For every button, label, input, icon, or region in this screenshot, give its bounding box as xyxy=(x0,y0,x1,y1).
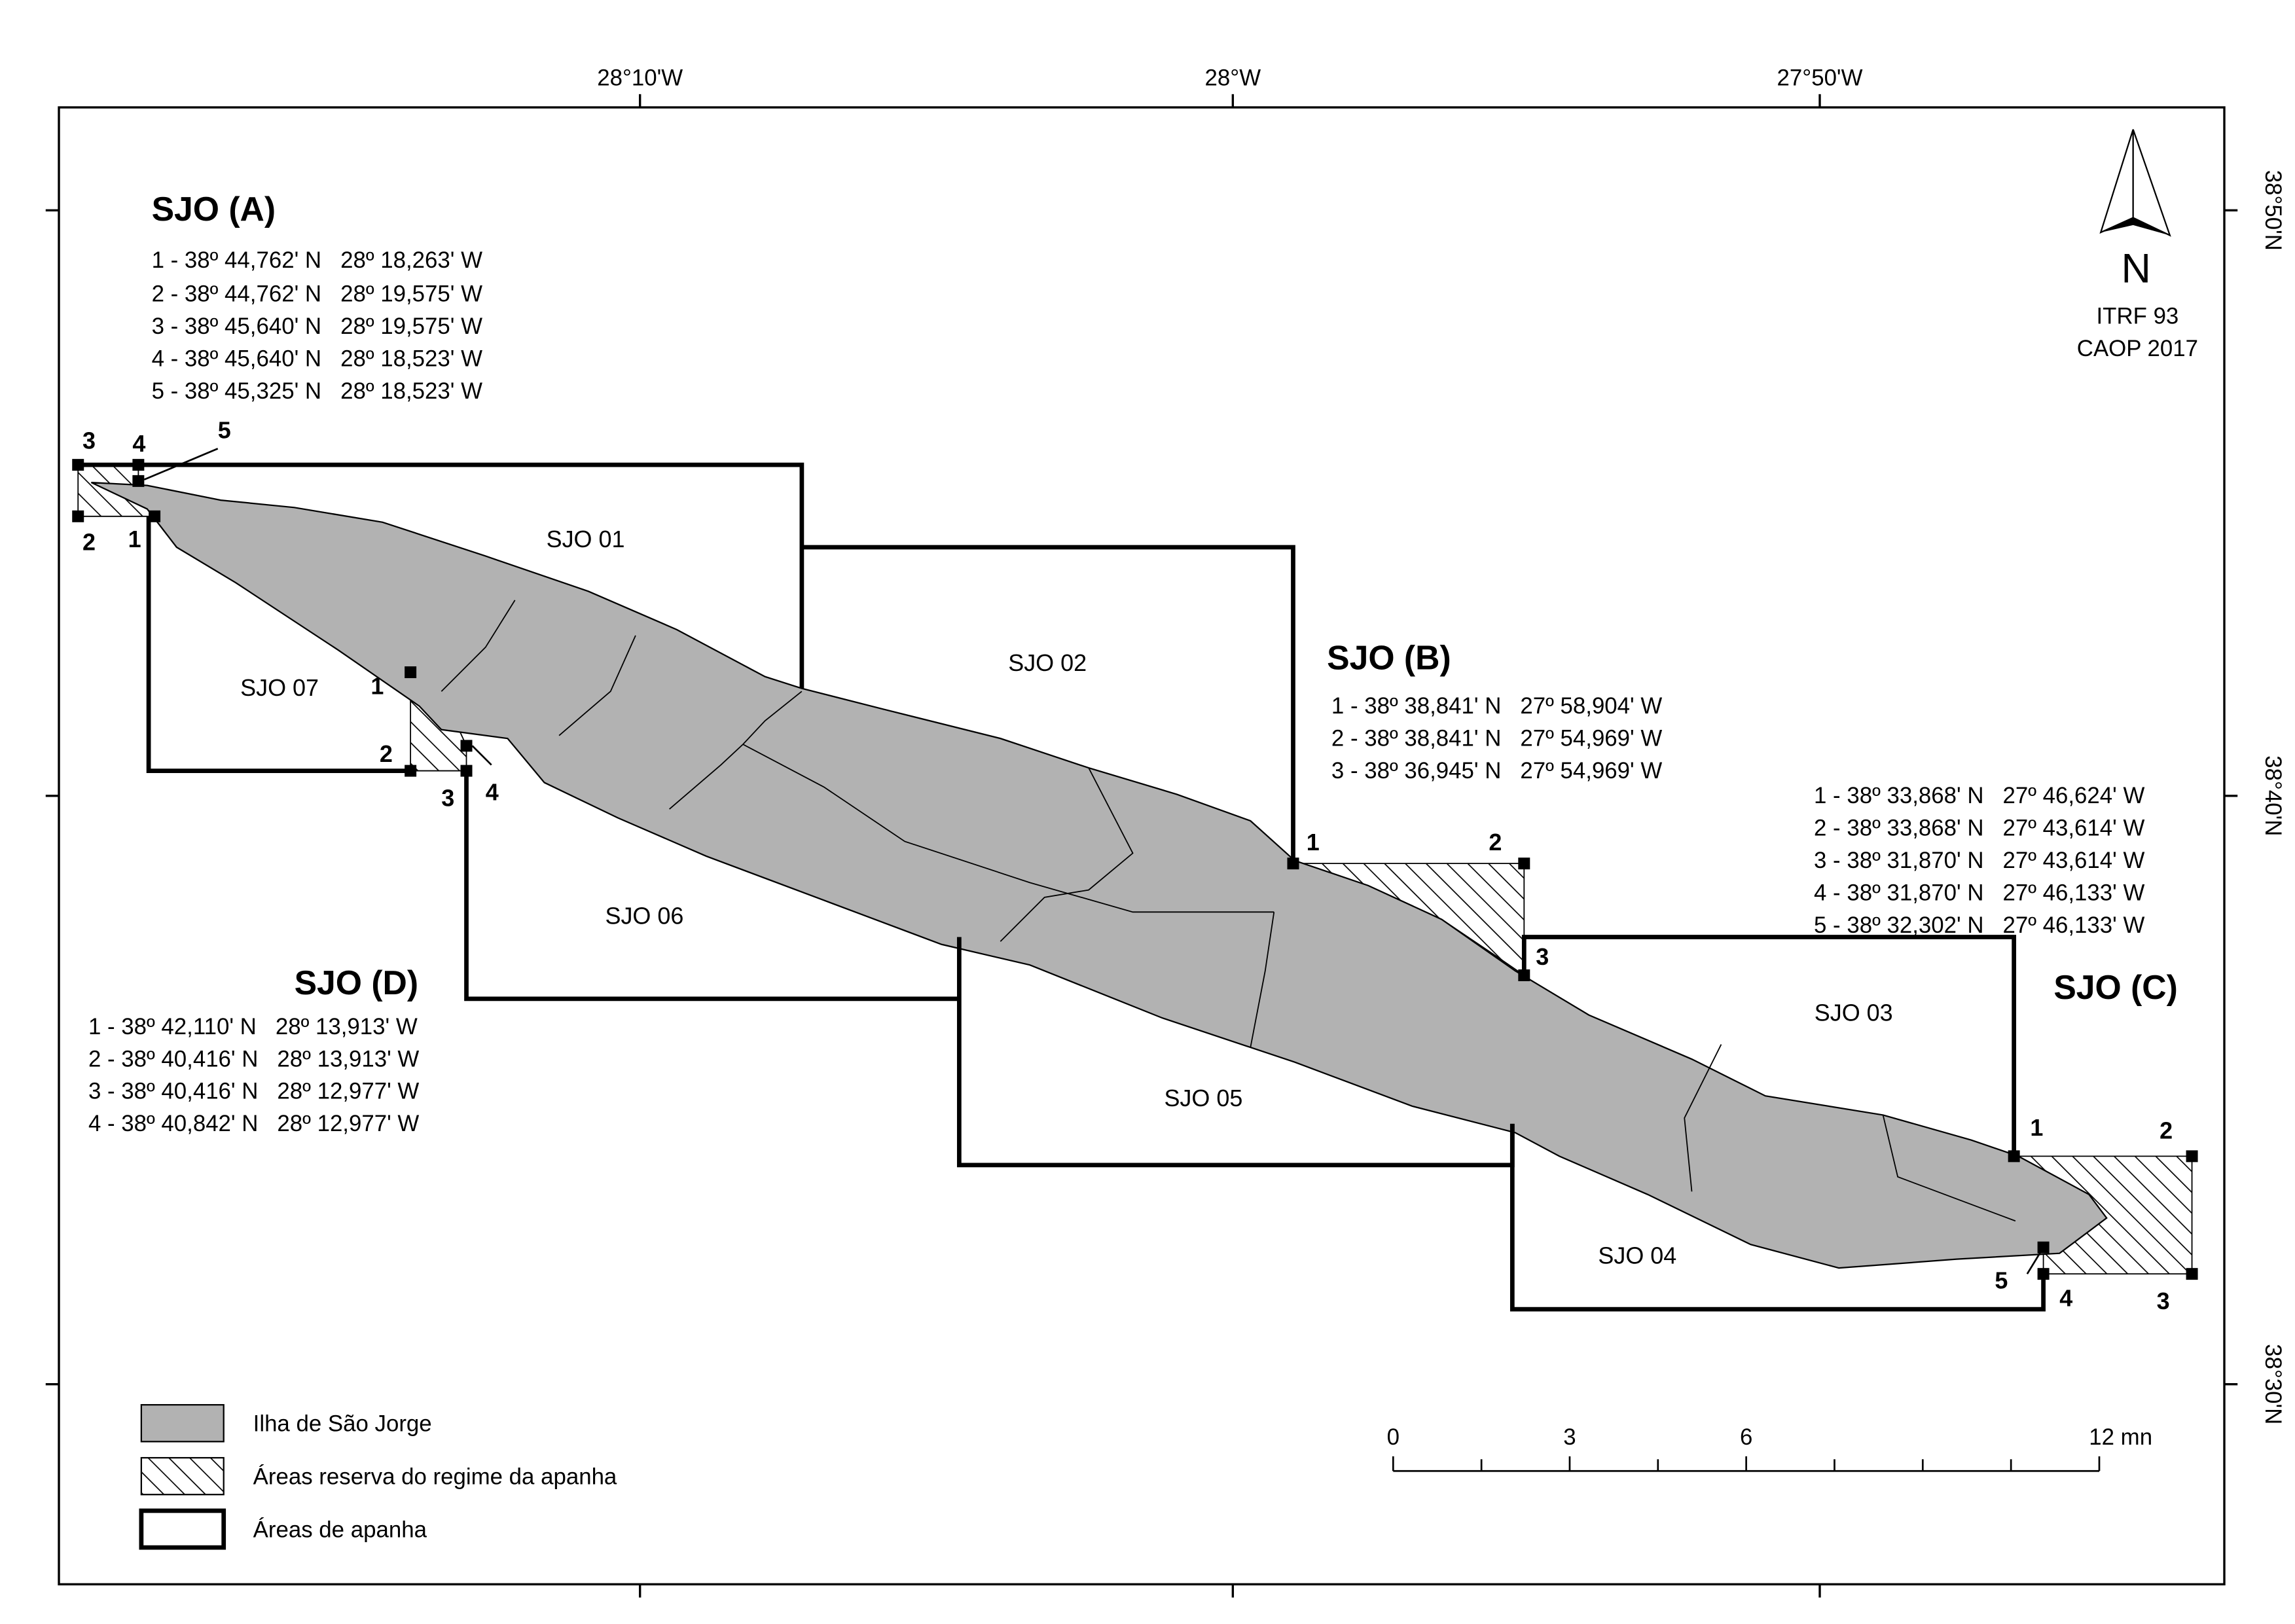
svg-text:SJO (C): SJO (C) xyxy=(2053,968,2177,1006)
svg-text:Áreas reserva do regime da apa: Áreas reserva do regime da apanha xyxy=(253,1464,617,1490)
legend-swatch-area xyxy=(139,1508,226,1550)
svg-text:5 - 38º 32,302' N 27º 46,133: 5 - 38º 32,302' N 27º 46,133' W xyxy=(1814,912,2144,938)
scale-label: 6 xyxy=(1740,1424,1752,1450)
svg-text:2: 2 xyxy=(82,528,96,555)
lat-label: 38°50'N xyxy=(2260,170,2286,251)
island-sao-jorge xyxy=(90,481,2108,1269)
svg-text:1: 1 xyxy=(128,526,141,552)
north-letter: N xyxy=(2121,245,2150,291)
svg-text:5: 5 xyxy=(1995,1267,2008,1294)
lon-label: 27°50'W xyxy=(1777,65,1863,90)
source-label: CAOP 2017 xyxy=(2077,336,2198,361)
scale-label: 12 mn xyxy=(2089,1424,2152,1450)
svg-text:1: 1 xyxy=(1307,829,1320,856)
svg-text:2 - 38º 33,868' N 27º 43,614: 2 - 38º 33,868' N 27º 43,614' W xyxy=(1814,815,2144,840)
reserve-a-coords: SJO (A) 1 - 38º 44,762' N 28º 18,263' W 2… xyxy=(152,190,482,404)
svg-text:3: 3 xyxy=(1536,943,1549,970)
vertex-markers xyxy=(72,459,2198,1280)
svg-text:1 - 38º 33,868' N 27º 46,624: 1 - 38º 33,868' N 27º 46,624' W xyxy=(1814,783,2144,808)
legend: Ilha de São Jorge Áreas reserva do regim… xyxy=(139,1404,617,1550)
reserve-c-coords: SJO (C) 1 - 38º 33,868' N 27º 46,624' W 2… xyxy=(1814,783,2178,1006)
zone-label: SJO 03 xyxy=(1815,1000,1893,1026)
svg-text:SJO (D): SJO (D) xyxy=(295,964,418,1001)
map-frame xyxy=(58,106,2226,1586)
svg-text:4: 4 xyxy=(486,779,499,806)
legend-swatch-island xyxy=(140,1404,225,1443)
zone-label: SJO 01 xyxy=(547,526,625,552)
svg-text:2: 2 xyxy=(2159,1117,2173,1144)
svg-text:3 - 38º 45,640' N 28º 19,575: 3 - 38º 45,640' N 28º 19,575' W xyxy=(152,314,482,339)
zone-label: SJO 04 xyxy=(1598,1242,1676,1269)
svg-text:1 - 38º 42,110' N 28º 13,913: 1 - 38º 42,110' N 28º 13,913' W xyxy=(88,1014,418,1039)
svg-text:4: 4 xyxy=(2059,1285,2072,1312)
svg-text:3: 3 xyxy=(2157,1288,2170,1314)
svg-text:4: 4 xyxy=(132,430,145,457)
legend-swatch-reserve xyxy=(140,1456,225,1496)
svg-text:2: 2 xyxy=(1489,829,1502,856)
svg-text:5 - 38º 45,325' N 28º 18,523: 5 - 38º 45,325' N 28º 18,523' W xyxy=(152,378,482,404)
svg-text:Ilha de São Jorge: Ilha de São Jorge xyxy=(253,1411,432,1437)
reserve-d-coords: SJO (D) 1 - 38º 42,110' N 28º 13,913' W 2… xyxy=(88,964,419,1136)
svg-text:1: 1 xyxy=(2030,1114,2043,1141)
graticule-ticks xyxy=(45,94,2238,1598)
svg-text:2: 2 xyxy=(380,740,393,767)
zone-label: SJO 05 xyxy=(1164,1085,1242,1111)
lon-label: 28°W xyxy=(1205,65,1261,90)
north-arrow-icon xyxy=(2099,129,2171,237)
svg-text:3 - 38º 31,870' N 27º 43,614: 3 - 38º 31,870' N 27º 43,614' W xyxy=(1814,848,2144,873)
svg-text:Áreas de apanha: Áreas de apanha xyxy=(253,1517,427,1542)
scale-label: 3 xyxy=(1563,1424,1576,1450)
vertex-numbers: 1 2 3 4 5 1 2 3 4 1 2 3 1 2 3 4 5 xyxy=(82,417,2173,1314)
zone-label: SJO 07 xyxy=(240,674,319,701)
svg-text:1 - 38º 38,841' N 27º 58,904: 1 - 38º 38,841' N 27º 58,904' W xyxy=(1331,693,1662,719)
svg-text:SJO (B): SJO (B) xyxy=(1327,639,1451,677)
svg-text:3 - 38º 36,945' N 27º 54,969: 3 - 38º 36,945' N 27º 54,969' W xyxy=(1331,758,1662,784)
svg-text:2 - 38º 44,762' N 28º 19,575: 2 - 38º 44,762' N 28º 19,575' W xyxy=(152,281,482,307)
svg-text:1 - 38º 44,762' N 28º 18,263: 1 - 38º 44,762' N 28º 18,263' W xyxy=(152,247,482,273)
datum-label: ITRF 93 xyxy=(2097,303,2179,329)
lat-label: 38°40'N xyxy=(2260,755,2286,836)
scale-bar xyxy=(1392,1456,2101,1472)
svg-text:2 - 38º 40,416' N 28º 13,913: 2 - 38º 40,416' N 28º 13,913' W xyxy=(88,1046,419,1072)
svg-text:4 - 38º 45,640' N 28º 18,523: 4 - 38º 45,640' N 28º 18,523' W xyxy=(152,346,482,372)
scale-label: 0 xyxy=(1387,1424,1400,1450)
parish-boundaries xyxy=(441,600,2016,1222)
reserve-b-coords: SJO (B) 1 - 38º 38,841' N 27º 58,904' W 2… xyxy=(1327,639,1662,784)
svg-text:3: 3 xyxy=(82,427,96,454)
leader-lines xyxy=(143,448,2044,1274)
svg-text:1: 1 xyxy=(370,673,384,700)
zone-label: SJO 02 xyxy=(1008,649,1087,676)
lon-label: 28°10'W xyxy=(597,65,683,90)
svg-text:3: 3 xyxy=(441,785,454,812)
svg-text:4 - 38º 31,870' N 27º 46,133: 4 - 38º 31,870' N 27º 46,133' W xyxy=(1814,880,2144,905)
zone-label: SJO 06 xyxy=(605,902,683,929)
svg-text:2 - 38º 38,841' N 27º 54,969: 2 - 38º 38,841' N 27º 54,969' W xyxy=(1331,725,1662,751)
svg-text:3 - 38º 40,416' N 28º 12,977: 3 - 38º 40,416' N 28º 12,977' W xyxy=(88,1079,419,1104)
svg-text:4 - 38º 40,842' N 28º 12,977: 4 - 38º 40,842' N 28º 12,977' W xyxy=(88,1111,419,1136)
fishing-area-boundaries xyxy=(78,462,2046,1312)
svg-text:5: 5 xyxy=(218,417,231,444)
lat-label: 38°30'N xyxy=(2260,1344,2286,1424)
svg-text:SJO (A): SJO (A) xyxy=(152,190,276,228)
